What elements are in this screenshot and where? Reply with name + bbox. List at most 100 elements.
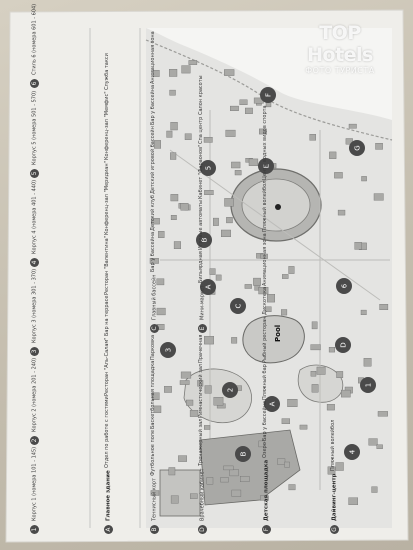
main-pool [242, 315, 305, 364]
guest-building [329, 151, 337, 159]
legend-text: Анимационная зона [150, 31, 156, 84]
guest-building [206, 477, 214, 485]
guest-building [375, 142, 383, 150]
legend-text: Ресторан "Валентина" [104, 235, 110, 295]
beach-line [145, 39, 393, 141]
legend-lines: Тренажерный зал Гимнастический зал Праче… [198, 335, 207, 467]
legend-badge: 4 [30, 257, 39, 267]
legend-text: Стиль 6 (номера 601 - 604) [31, 4, 38, 76]
guest-building [309, 133, 316, 141]
guest-building [288, 484, 296, 491]
guest-building [282, 274, 289, 279]
guest-building [170, 122, 178, 131]
guest-building [360, 309, 367, 316]
guest-building [234, 170, 242, 176]
guest-building [154, 140, 162, 149]
guest-building [229, 469, 239, 477]
legend-text: Корпус 3 (номера 301 - 370) [31, 268, 38, 343]
watermark-subtitle: ФОТО ТУРИСТА [305, 66, 375, 75]
guest-building [281, 418, 290, 425]
legend-text: Корпус 1 (номера 101 - 145) [31, 446, 38, 521]
marker-label: G [354, 145, 362, 150]
guest-building [156, 307, 166, 316]
map-marker-a: A [264, 396, 280, 412]
guest-building [239, 99, 248, 106]
guest-building [348, 497, 359, 505]
legend-heading: Детская площадка [263, 459, 270, 521]
guest-building [149, 258, 159, 264]
guest-building [258, 287, 269, 295]
legend-badge: E [198, 323, 207, 333]
marker-circle [336, 278, 352, 294]
map-area [145, 28, 393, 528]
guest-building [253, 277, 261, 286]
guest-building [169, 68, 178, 77]
guest-building [354, 241, 362, 250]
marker-circle [260, 87, 276, 103]
marker-label: A [269, 401, 277, 406]
legend-text: Корпус 2 (номера 201 - 240) [31, 357, 38, 432]
marker-circle [200, 160, 216, 176]
legend-badge: 2 [30, 435, 39, 445]
legend-text: Тренажерный зал [198, 419, 204, 467]
guest-building [231, 161, 241, 169]
guest-building [258, 440, 265, 448]
legend-text: Дискотека [262, 287, 268, 316]
legend-text: Пляжный волейбол [330, 420, 336, 472]
guest-building [158, 230, 165, 238]
guest-building [220, 477, 229, 483]
marker-circle [160, 342, 176, 358]
guest-building [181, 65, 191, 74]
guest-building [287, 399, 298, 408]
legend-lines: Футбольное поле Баскетбольная площадка П… [150, 335, 159, 476]
legend-text: Конференц-зал "Мемфис" [104, 91, 110, 160]
guest-building [215, 274, 222, 281]
guest-building [231, 337, 238, 344]
guest-building [224, 198, 234, 207]
legend-text: Футбольное поле [150, 430, 156, 477]
legend-text: Конференц-зал "Меридиан" [104, 160, 110, 235]
guest-building [335, 462, 344, 471]
legend-item: 4 Корпус 4 (номера 401 - 440) [30, 180, 39, 267]
guest-building [281, 309, 288, 316]
guest-building [170, 194, 179, 202]
legend-text: Теннисный корт [151, 478, 158, 521]
map-marker-1: 1 [360, 377, 376, 393]
map-marker-g: G [349, 140, 365, 156]
guest-building [265, 306, 272, 312]
legend-heading: Дайвинг-центр [331, 473, 338, 522]
marker-label: 5 [205, 166, 213, 170]
legend-text: Корпус 4 (номера 401 - 440) [31, 179, 38, 254]
map-marker-5: 5 [200, 160, 216, 176]
guest-building [189, 410, 199, 417]
guest-building [267, 294, 276, 303]
legend-text: Врачебный кабинет [199, 468, 206, 521]
guest-building [299, 424, 308, 430]
guest-building [376, 444, 383, 449]
guest-building [248, 158, 259, 166]
guest-building [179, 380, 190, 385]
sea-area [146, 28, 392, 120]
guest-building [220, 229, 231, 238]
marker-label: D [340, 342, 348, 347]
map-marker-2: 2 [222, 382, 238, 398]
guest-building [379, 304, 389, 311]
marker-circle [344, 444, 360, 460]
guest-building [185, 399, 194, 406]
guest-building [260, 495, 269, 501]
legend-badge: C [150, 323, 159, 333]
marker-label: 3 [165, 348, 173, 352]
legend-lines: Отдел по работе с гостями Ресторан "Аль-… [104, 53, 113, 468]
legend-text: Кабинет "Фараонов" [198, 144, 204, 200]
marker-label: 1 [365, 383, 373, 387]
guest-building [151, 392, 160, 400]
legend-text: Мини-маркет [199, 284, 206, 320]
guest-building [169, 89, 176, 96]
guest-building [153, 70, 160, 77]
